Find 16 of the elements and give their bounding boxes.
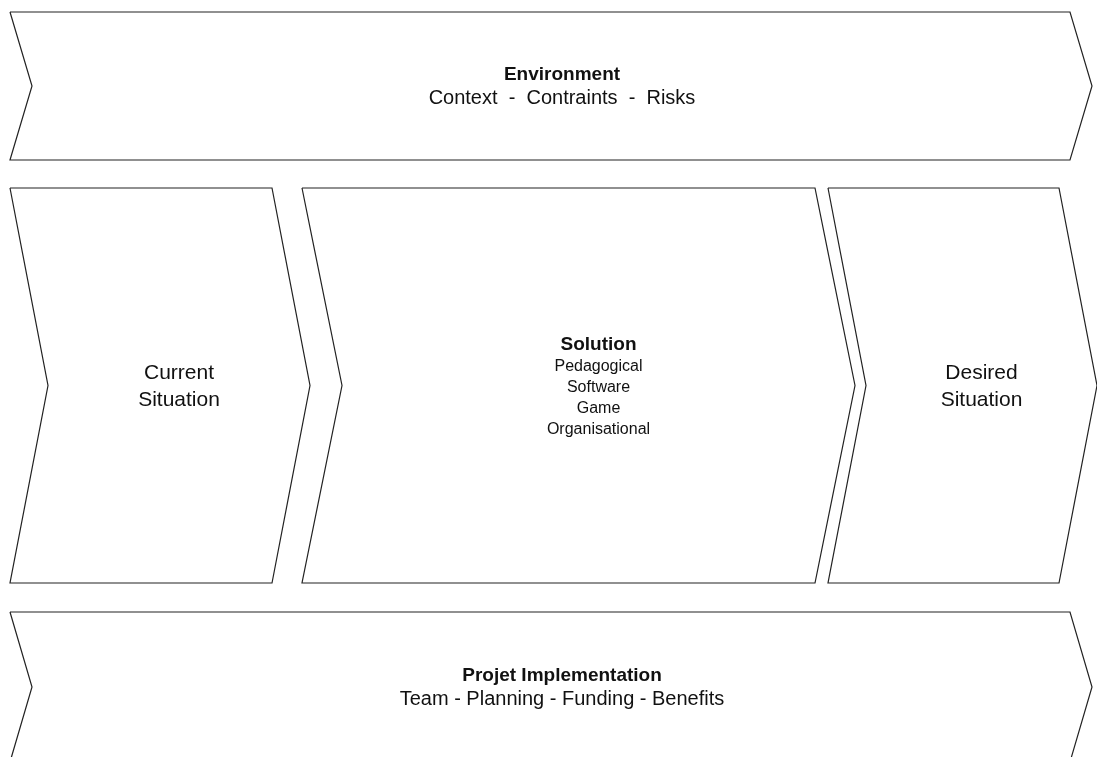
- subtitle: Pedagogical: [554, 356, 643, 377]
- subtitle: Context - Contraints - Risks: [428, 85, 696, 111]
- stage-label: Current Situation: [137, 359, 221, 412]
- subtitle: Game: [576, 397, 621, 418]
- chevron-band: [10, 188, 310, 583]
- chevron-band: [10, 12, 1092, 160]
- heading: Solution: [560, 331, 637, 356]
- heading: Environment: [503, 61, 621, 86]
- subtitle: Organisational: [546, 418, 651, 439]
- stage-label: Desired Situation: [939, 359, 1024, 412]
- subtitle: Software: [566, 377, 631, 398]
- chevron-band: [10, 612, 1092, 757]
- chevron-band: [302, 188, 855, 583]
- subtitle: Team - Planning - Funding - Benefits: [399, 686, 725, 712]
- chevron-band: [828, 188, 1097, 583]
- heading: Projet Implementation: [462, 662, 662, 687]
